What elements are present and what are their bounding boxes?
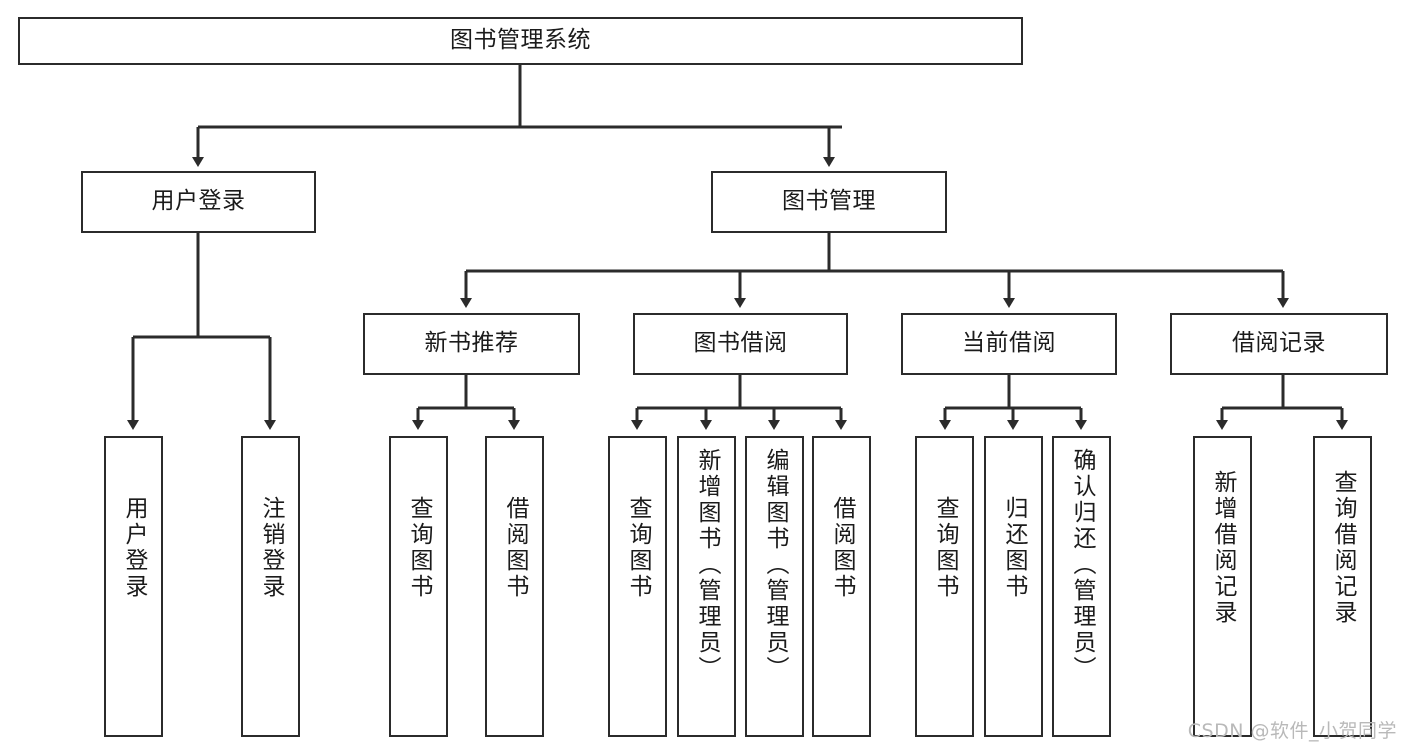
node-leaf-query-book-1-label: 查询图书	[406, 496, 432, 600]
node-leaf-user-login[interactable]: 用户登录	[104, 436, 163, 737]
node-book-borrow-label: 图书借阅	[693, 330, 788, 357]
node-leaf-query-book-1[interactable]: 查询图书	[389, 436, 448, 737]
node-leaf-confirm-return-label: 确认归还（管理员）	[1069, 448, 1095, 682]
node-current-borrow[interactable]: 当前借阅	[901, 313, 1117, 375]
node-root-label: 图书管理系统	[450, 27, 591, 54]
node-leaf-user-logout[interactable]: 注销登录	[241, 436, 300, 737]
node-book-borrow[interactable]: 图书借阅	[633, 313, 848, 375]
node-leaf-query-book-3-label: 查询图书	[932, 496, 958, 600]
node-leaf-borrow-book-2[interactable]: 借阅图书	[812, 436, 871, 737]
node-leaf-add-book-label: 新增图书（管理员）	[694, 448, 720, 682]
node-leaf-borrow-book-1[interactable]: 借阅图书	[485, 436, 544, 737]
node-leaf-borrow-book-2-label: 借阅图书	[829, 496, 855, 600]
node-root[interactable]: 图书管理系统	[18, 17, 1023, 65]
node-user-login-label: 用户登录	[151, 188, 246, 215]
node-leaf-return-book-label: 归还图书	[1001, 496, 1027, 600]
node-leaf-user-login-label: 用户登录	[121, 496, 147, 600]
node-new-book-rec-label: 新书推荐	[424, 330, 519, 357]
node-new-book-rec[interactable]: 新书推荐	[363, 313, 580, 375]
node-book-manage[interactable]: 图书管理	[711, 171, 947, 233]
node-leaf-query-record-label: 查询借阅记录	[1330, 470, 1356, 626]
node-leaf-borrow-book-1-label: 借阅图书	[502, 496, 528, 600]
node-leaf-confirm-return[interactable]: 确认归还（管理员）	[1052, 436, 1111, 737]
node-leaf-edit-book[interactable]: 编辑图书（管理员）	[745, 436, 804, 737]
node-leaf-query-book-3[interactable]: 查询图书	[915, 436, 974, 737]
node-leaf-query-record[interactable]: 查询借阅记录	[1313, 436, 1372, 737]
node-leaf-add-record-label: 新增借阅记录	[1210, 470, 1236, 626]
node-leaf-edit-book-label: 编辑图书（管理员）	[762, 448, 788, 682]
node-borrow-record-label: 借阅记录	[1232, 330, 1326, 357]
node-leaf-add-record[interactable]: 新增借阅记录	[1193, 436, 1252, 737]
node-book-manage-label: 图书管理	[782, 188, 876, 215]
csdn-watermark: CSDN @软件_小贺同学	[1187, 720, 1397, 742]
node-user-login[interactable]: 用户登录	[81, 171, 316, 233]
node-leaf-query-book-2-label: 查询图书	[625, 496, 651, 600]
node-current-borrow-label: 当前借阅	[962, 330, 1056, 357]
node-leaf-add-book[interactable]: 新增图书（管理员）	[677, 436, 736, 737]
node-leaf-user-logout-label: 注销登录	[258, 496, 284, 600]
node-leaf-return-book[interactable]: 归还图书	[984, 436, 1043, 737]
node-leaf-query-book-2[interactable]: 查询图书	[608, 436, 667, 737]
node-borrow-record[interactable]: 借阅记录	[1170, 313, 1388, 375]
